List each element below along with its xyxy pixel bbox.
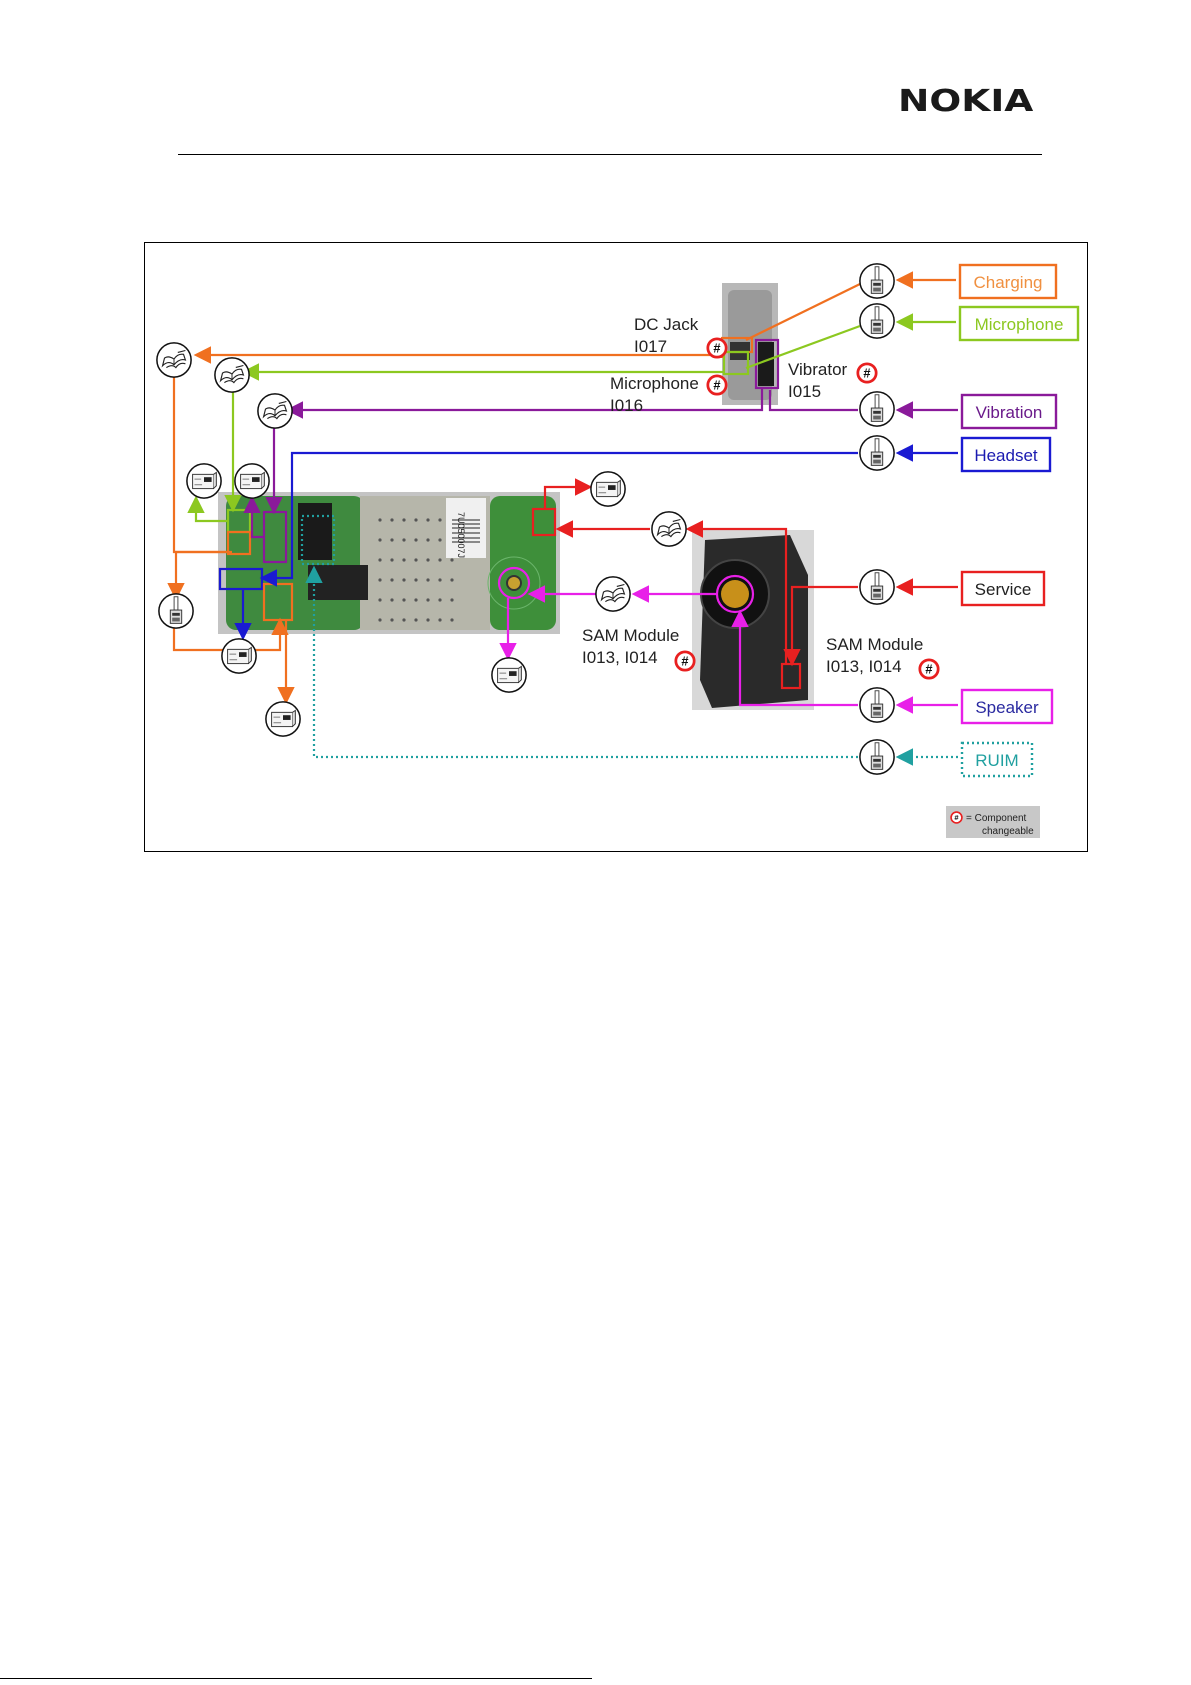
service-manual-icon — [258, 394, 292, 428]
multimeter-icon — [591, 472, 625, 506]
label-box-speaker: Speaker — [962, 690, 1052, 723]
label-box-vibration: Vibration — [962, 395, 1056, 428]
probe-icon — [159, 594, 193, 628]
service-manual-icon — [157, 343, 191, 377]
svg-text:Charging: Charging — [974, 273, 1043, 292]
service-manual-icon — [215, 358, 249, 392]
svg-text:RUIM: RUIM — [975, 751, 1018, 770]
microphone-label: Microphone — [610, 374, 699, 393]
svg-text:Service: Service — [975, 580, 1032, 599]
service-manual-icon — [596, 577, 630, 611]
changeable-marker-icon — [676, 652, 694, 670]
sam-module-right-code: I013, I014 — [826, 657, 902, 676]
changeable-marker-icon — [920, 660, 938, 678]
service-manual-icon — [652, 512, 686, 546]
label-box-ruim: RUIM — [962, 743, 1032, 776]
multimeter-icon — [222, 639, 256, 673]
legend-line2: changeable — [982, 826, 1034, 837]
label-box-charging: Charging — [960, 265, 1056, 298]
vibrator-code: I015 — [788, 382, 821, 401]
multimeter-icon — [266, 702, 300, 736]
sam-module-left-code: I013, I014 — [582, 648, 658, 667]
legend-line1: = Component — [966, 813, 1027, 824]
multimeter-icon — [235, 464, 269, 498]
sam-module-left-label: SAM Module — [582, 626, 679, 645]
dc-jack-label: DC Jack — [634, 315, 699, 334]
dc-jack-code: I017 — [634, 337, 667, 356]
svg-text:Headset: Headset — [974, 446, 1038, 465]
probe-icon — [860, 570, 894, 604]
footer-divider — [0, 1678, 592, 1679]
probe-icon — [860, 688, 894, 722]
probe-icon — [860, 304, 894, 338]
svg-text:Vibration: Vibration — [976, 403, 1043, 422]
back-cover-photo — [722, 283, 778, 405]
probe-icon — [860, 264, 894, 298]
svg-text:Microphone: Microphone — [975, 315, 1064, 334]
changeable-marker-icon — [708, 376, 726, 394]
multimeter-icon — [492, 658, 526, 692]
multimeter-icon — [187, 464, 221, 498]
vibrator-label: Vibrator — [788, 360, 848, 379]
svg-text:Speaker: Speaker — [975, 698, 1039, 717]
sam-module-right-label: SAM Module — [826, 635, 923, 654]
legend: = Component changeable — [946, 806, 1040, 838]
speaker-module-photo — [692, 530, 814, 710]
microphone-code: I016 — [610, 396, 643, 415]
label-box-microphone: Microphone — [960, 307, 1078, 340]
probe-icon — [860, 740, 894, 774]
probe-icon — [860, 436, 894, 470]
label-box-service: Service — [962, 572, 1044, 605]
probe-icon — [860, 392, 894, 426]
changeable-marker-icon — [858, 364, 876, 382]
changeable-marker-icon — [951, 812, 962, 823]
changeable-marker-icon — [708, 339, 726, 357]
label-box-headset: Headset — [962, 438, 1050, 471]
pcb-serial: 7U050007J — [456, 512, 466, 558]
